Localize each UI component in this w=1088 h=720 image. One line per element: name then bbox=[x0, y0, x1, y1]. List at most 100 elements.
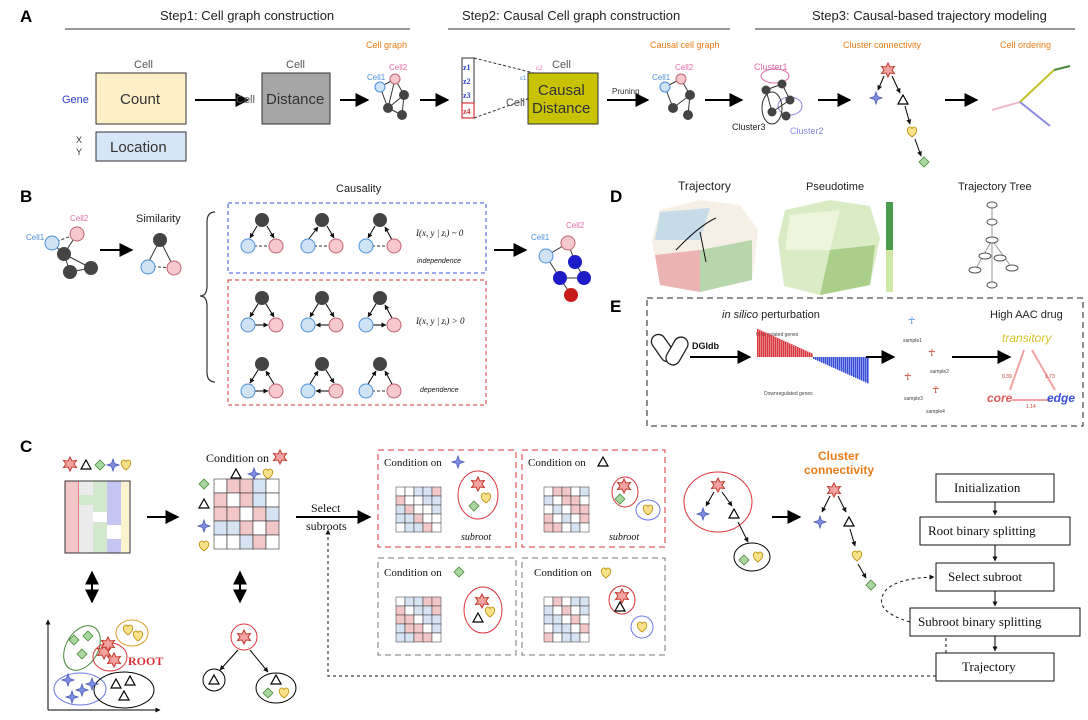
select-label-1: Select bbox=[311, 501, 341, 515]
step3-title: Step3: Causal-based trajectory modeling bbox=[812, 8, 1047, 23]
c1-label: c1 bbox=[520, 76, 527, 82]
step1-title: Step1: Cell graph construction bbox=[160, 8, 334, 23]
independence-graphs bbox=[240, 213, 402, 254]
subroot-box-diamond bbox=[377, 557, 517, 656]
cluster-connectivity-c-2: connectivity bbox=[804, 463, 874, 477]
z2-label: z2 bbox=[463, 77, 471, 86]
core-label: core bbox=[987, 391, 1013, 405]
x-label: X bbox=[76, 135, 82, 145]
panel-label-b: B bbox=[20, 187, 32, 206]
gene-label: Gene bbox=[62, 94, 89, 106]
b-cell2-label: Cell2 bbox=[70, 214, 89, 223]
dependence-formula: I(x, y | zᵢ) > 0 bbox=[415, 316, 465, 326]
count-cell-label: Cell bbox=[134, 59, 153, 71]
cluster2-label: Cluster2 bbox=[790, 126, 824, 136]
subroot-label-1: subroot bbox=[461, 532, 491, 543]
d-trajectory-tree-title: Trajectory Tree bbox=[958, 181, 1032, 193]
svg-text:☥: ☥ bbox=[904, 372, 911, 383]
distance-cell-top: Cell bbox=[286, 59, 305, 71]
perturbation-barplot bbox=[757, 329, 869, 384]
cond-diamond-label: Condition on bbox=[384, 567, 442, 579]
dependence-box bbox=[227, 279, 487, 406]
causal-distance-box bbox=[527, 72, 599, 125]
flow-select-subroot: Select subroot bbox=[948, 569, 1022, 584]
b-cell-graph bbox=[44, 226, 98, 279]
c-scatter bbox=[45, 619, 161, 713]
aac-val3: 1.73 bbox=[1045, 374, 1055, 380]
subroot-box-plus bbox=[377, 449, 517, 548]
causal-distance-text-2: Distance bbox=[532, 100, 590, 117]
cell-graph-small bbox=[374, 73, 409, 120]
sample-figures: ☥ ☥ ☥ ☥ bbox=[904, 316, 939, 396]
in-silico-title: in silico perturbation bbox=[722, 309, 820, 321]
cell2-label-a: Cell2 bbox=[389, 63, 408, 72]
dependence-graphs bbox=[240, 291, 402, 399]
cluster3-label: Cluster3 bbox=[732, 122, 766, 132]
panel-label-e: E bbox=[610, 297, 621, 316]
cell-ordering-lines bbox=[991, 65, 1071, 127]
panel-label-d: D bbox=[610, 187, 622, 206]
z4-label: z4 bbox=[463, 107, 471, 116]
panel-e-box bbox=[646, 297, 1084, 427]
cell-graph-title: Cell graph bbox=[366, 40, 407, 50]
z-vector bbox=[461, 57, 475, 119]
z1-label: z1 bbox=[463, 63, 471, 72]
causal-cell-graph bbox=[659, 73, 695, 120]
similarity-label: Similarity bbox=[136, 213, 181, 225]
cond-heart-label: Condition on bbox=[534, 567, 592, 579]
flow-initialization: Initialization bbox=[954, 480, 1021, 495]
cell2-label-a2: Cell2 bbox=[675, 63, 694, 72]
flow-root-binary-splitting: Root binary splitting bbox=[928, 523, 1036, 538]
location-text: Location bbox=[110, 139, 167, 156]
cond-tri-label: Condition on bbox=[528, 457, 586, 469]
count-text: Count bbox=[120, 91, 161, 108]
svg-text:☥: ☥ bbox=[932, 385, 939, 396]
panel-label-a: A bbox=[20, 7, 32, 26]
c-condition-on-star: Condition on bbox=[206, 451, 269, 465]
c-root-tree bbox=[202, 623, 297, 704]
independence-label: independence bbox=[417, 258, 461, 265]
c-heatmap-1 bbox=[64, 480, 131, 554]
distance-text: Distance bbox=[266, 91, 324, 108]
root-label: ROOT bbox=[128, 654, 163, 668]
edge-label: edge bbox=[1047, 391, 1075, 405]
upregulated-label: Upregulated genes bbox=[756, 332, 799, 338]
causal-cell-graph-title: Causal cell graph bbox=[650, 40, 720, 50]
distance-box bbox=[261, 72, 331, 125]
b-cell2-label-2: Cell2 bbox=[566, 221, 585, 230]
causality-label: Causality bbox=[336, 183, 382, 195]
aac-val1: 0.39 bbox=[1002, 374, 1012, 380]
flow-subroot-binary-splitting: Subroot binary splitting bbox=[918, 614, 1042, 629]
flow-trajectory: Trajectory bbox=[962, 659, 1016, 674]
subroot-heatmaps bbox=[395, 486, 590, 643]
subroot-box-heart bbox=[521, 557, 666, 656]
step2-title: Step2: Causal Cell graph construction bbox=[462, 8, 680, 23]
downregulated-label: Downregulated genes bbox=[764, 391, 813, 397]
svg-text:☥: ☥ bbox=[908, 316, 915, 327]
cell-ordering-title: Cell ordering bbox=[1000, 40, 1051, 50]
high-aac-title: High AAC drug bbox=[990, 309, 1063, 321]
similarity-graph bbox=[140, 233, 182, 276]
panel-label-c: C bbox=[20, 437, 32, 456]
cluster-connectivity-c-1: Cluster bbox=[818, 449, 860, 463]
b-causal-graph bbox=[538, 235, 591, 302]
sample4-label: sample4 bbox=[926, 409, 945, 415]
cluster1-label: Cluster1 bbox=[754, 62, 788, 72]
sample3-label: sample3 bbox=[904, 396, 923, 402]
b-cell1-label-2: Cell1 bbox=[531, 233, 550, 242]
cluster-graph bbox=[760, 68, 803, 125]
cond-plus-label: Condition on bbox=[384, 457, 442, 469]
aac-graph bbox=[1009, 349, 1056, 401]
select-label-2: subroots bbox=[306, 519, 347, 533]
cell1-label-a: Cell1 bbox=[367, 73, 386, 82]
transitory-label: transitory bbox=[1002, 331, 1052, 345]
d-trajectory-spatial bbox=[652, 200, 758, 292]
location-box bbox=[95, 131, 187, 162]
distance-cell-left: Cell bbox=[236, 94, 255, 106]
pill-icon bbox=[650, 333, 689, 366]
pruning-label: Pruning bbox=[612, 87, 640, 96]
b-cell1-label: Cell1 bbox=[26, 233, 45, 242]
y-label: Y bbox=[76, 147, 82, 157]
independence-box bbox=[227, 202, 487, 274]
